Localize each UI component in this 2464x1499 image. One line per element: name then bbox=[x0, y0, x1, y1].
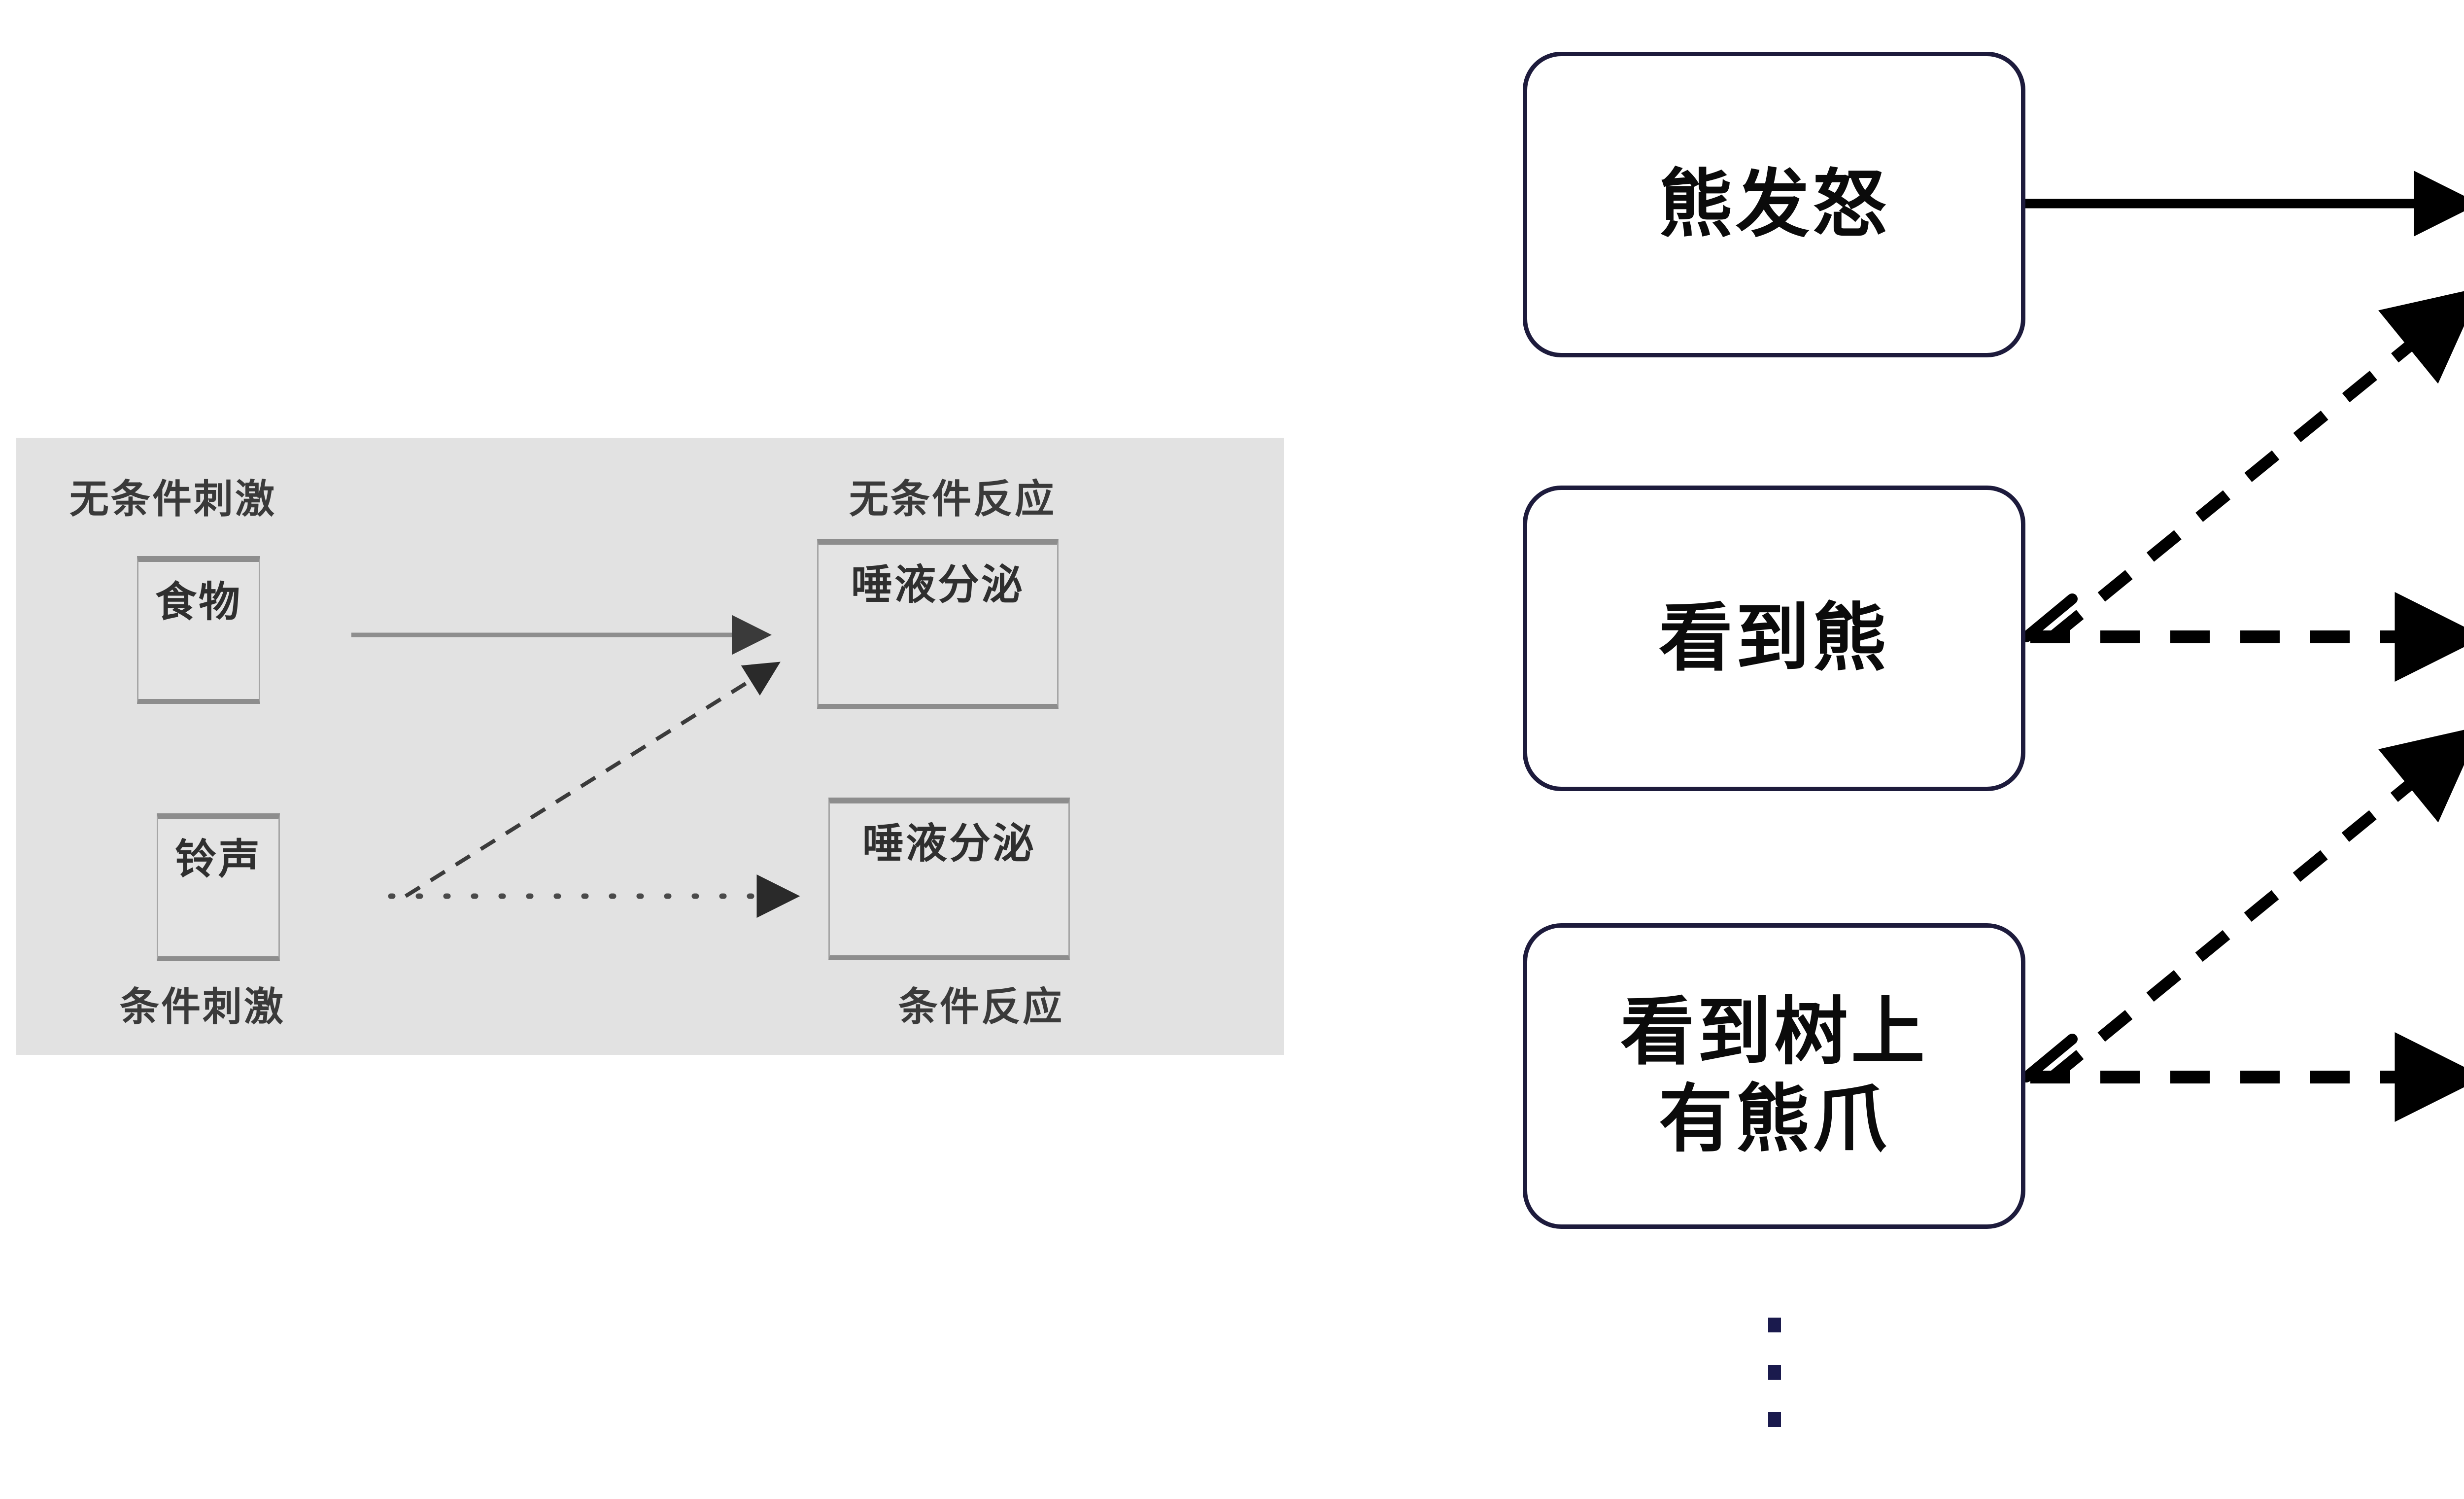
rl-box-see-paw-in-tree-label: 看到树上 有熊爪 bbox=[1620, 989, 1928, 1162]
cc-caption-conditioned-stimulus: 条件刺激 bbox=[120, 984, 285, 1030]
rl-arrow-see-paw-to-v-s-prime bbox=[2049, 726, 2464, 1082]
classical-conditioning-panel: 无条件刺激 无条件反应 条件刺激 条件反应 食物 铃声 唾液分泌 唾液分泌 bbox=[16, 438, 1284, 1055]
classical-conditioning-arrows bbox=[351, 615, 800, 918]
ellipsis-dot bbox=[1768, 1365, 1781, 1380]
cc-caption-unconditioned-response: 无条件反应 bbox=[849, 476, 1056, 522]
cc-box-food: 食物 bbox=[137, 556, 260, 704]
rl-box-bear-angry-label: 熊发怒 bbox=[1658, 161, 1889, 247]
ellipsis-dot bbox=[1768, 1412, 1781, 1427]
cc-caption-conditioned-response: 条件反应 bbox=[898, 984, 1064, 1030]
cc-box-food-label: 食物 bbox=[155, 578, 242, 626]
rl-box-see-bear[interactable]: 看到熊 bbox=[1523, 486, 2025, 791]
rl-backtick-see-paw bbox=[2021, 1034, 2078, 1082]
rl-box-see-bear-label: 看到熊 bbox=[1658, 595, 1889, 681]
rl-arrow-see-bear-to-reward bbox=[2049, 287, 2464, 642]
ellipsis-dot bbox=[1768, 1318, 1781, 1332]
ellipsis-left-column bbox=[1768, 1318, 1781, 1427]
rl-backtick-see-bear bbox=[2021, 593, 2078, 642]
cc-box-salivation-top: 唾液分泌 bbox=[817, 539, 1059, 709]
cc-box-bell: 铃声 bbox=[157, 813, 280, 961]
cc-box-salivation-top-label: 唾液分泌 bbox=[851, 560, 1025, 609]
cc-box-bell-label: 铃声 bbox=[174, 835, 262, 883]
rl-box-see-paw-in-tree[interactable]: 看到树上 有熊爪 bbox=[1523, 923, 2025, 1229]
cc-arrow-bell-to-salivation-diagonal bbox=[404, 662, 781, 898]
rl-box-bear-angry[interactable]: 熊发怒 bbox=[1523, 52, 2025, 357]
cc-caption-unconditioned-stimulus: 无条件刺激 bbox=[69, 476, 276, 522]
cc-box-salivation-bottom-label: 唾液分泌 bbox=[862, 819, 1036, 868]
cc-box-salivation-bottom: 唾液分泌 bbox=[828, 798, 1070, 960]
